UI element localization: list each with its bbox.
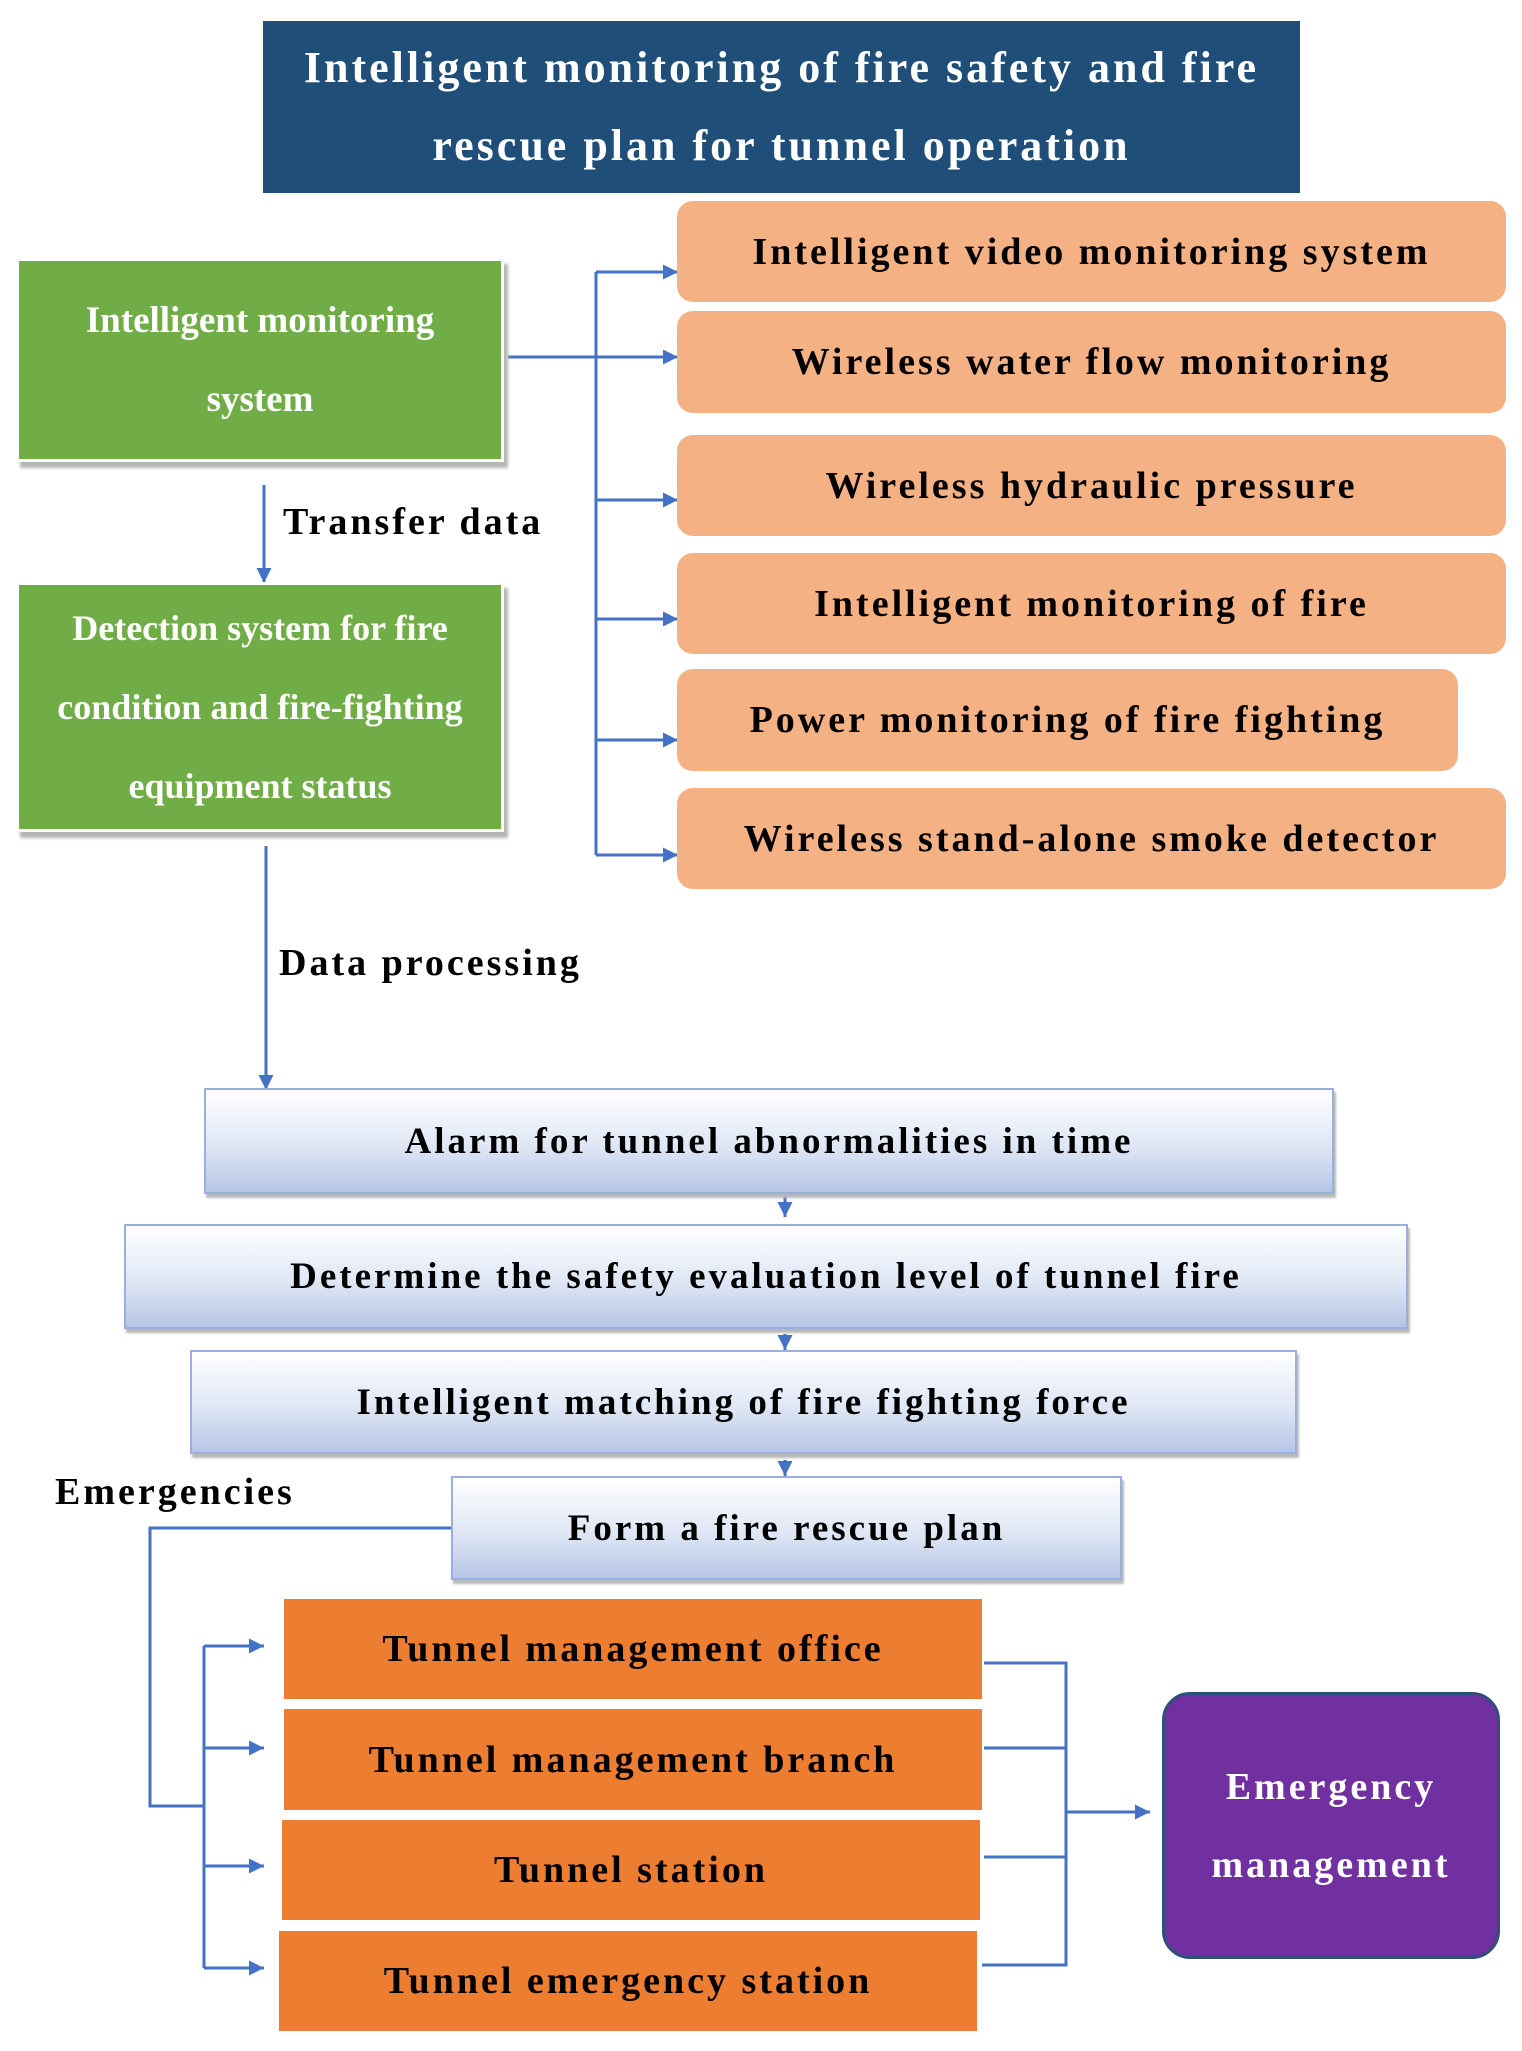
detection-system-box: Detection system for fire condition and …: [16, 582, 504, 832]
subsystem-box-4: Intelligent monitoring of fire: [677, 553, 1506, 654]
subsystem-box-1: Intelligent video monitoring system: [677, 201, 1506, 302]
step-box-3: Intelligent matching of fire fighting fo…: [190, 1350, 1297, 1454]
units-merge-bus: [982, 1661, 1068, 1967]
subsystem-box-5: Power monitoring of fire fighting: [677, 669, 1458, 771]
subsystem-label-5: Power monitoring of fire fighting: [749, 699, 1386, 741]
unit-box-2: Tunnel management branch: [282, 1707, 984, 1812]
diagram-title: Intelligent monitoring of fire safety an…: [263, 21, 1300, 193]
step-box-4: Form a fire rescue plan: [451, 1476, 1122, 1580]
unit-label-4: Tunnel emergency station: [383, 1960, 873, 2002]
emergencies-label: Emergencies: [55, 1471, 295, 1513]
emergencies-line: [148, 1526, 451, 1808]
emergency-management-label: Emergency management: [1211, 1765, 1451, 1886]
unit-box-3: Tunnel station: [280, 1818, 982, 1922]
unit-label-3: Tunnel station: [494, 1849, 768, 1891]
detection-system-label: Detection system for fire condition and …: [57, 607, 463, 806]
unit-box-1: Tunnel management office: [282, 1597, 984, 1701]
subsystem-box-6: Wireless stand-alone smoke detector: [677, 788, 1506, 889]
unit-label-2: Tunnel management branch: [368, 1738, 898, 1781]
step-label-4: Form a fire rescue plan: [567, 1507, 1006, 1549]
emergency-management-box: Emergency management: [1162, 1692, 1500, 1959]
subsystem-label-3: Wireless hydraulic pressure: [825, 464, 1358, 507]
subsystem-label-4: Intelligent monitoring of fire: [814, 582, 1369, 625]
unit-box-4: Tunnel emergency station: [277, 1929, 979, 2033]
step-box-2: Determine the safety evaluation level of…: [124, 1224, 1408, 1329]
subsystem-label-2: Wireless water flow monitoring: [791, 341, 1392, 383]
subsystem-label-1: Intelligent video monitoring system: [752, 230, 1431, 273]
intelligent-monitoring-system-label: Intelligent monitoring system: [85, 300, 435, 420]
step-label-2: Determine the safety evaluation level of…: [290, 1256, 1242, 1297]
unit-label-1: Tunnel management office: [382, 1628, 884, 1670]
step-label-3: Intelligent matching of fire fighting fo…: [356, 1381, 1131, 1423]
subsystem-label-6: Wireless stand-alone smoke detector: [743, 817, 1440, 860]
subsystem-box-3: Wireless hydraulic pressure: [677, 435, 1506, 536]
subsystem-box-2: Wireless water flow monitoring: [677, 311, 1506, 413]
intelligent-monitoring-system-box: Intelligent monitoring system: [16, 258, 504, 462]
transfer-data-label: Transfer data: [283, 501, 544, 543]
diagram-title-text: Intelligent monitoring of fire safety an…: [303, 43, 1260, 170]
step-box-1: Alarm for tunnel abnormalities in time: [204, 1088, 1334, 1194]
step-label-1: Alarm for tunnel abnormalities in time: [404, 1120, 1134, 1162]
data-processing-label: Data processing: [279, 942, 582, 984]
